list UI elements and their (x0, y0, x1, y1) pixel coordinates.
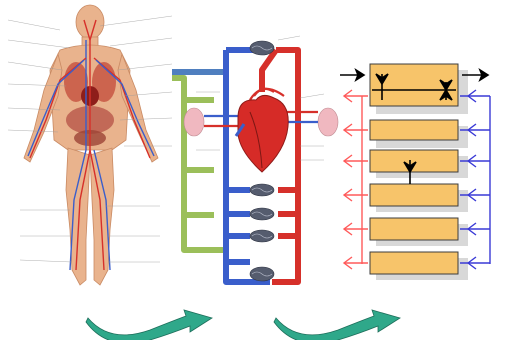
curved-arrow-left (86, 310, 212, 340)
lung-left (184, 108, 204, 136)
lymph-loop (172, 78, 224, 250)
anatomy-panel (8, 5, 172, 285)
compartment-3 (370, 150, 458, 172)
red-flow-arrows (344, 90, 368, 269)
curved-arrow-right (274, 310, 400, 340)
transition-arrows (86, 310, 400, 340)
block-model-panel (340, 64, 490, 280)
compartment-5 (370, 218, 458, 240)
compartment-6 (370, 252, 458, 274)
lung-right (318, 108, 338, 136)
circulation-panel (172, 36, 338, 282)
heart (236, 95, 288, 172)
compartment-2 (370, 120, 458, 140)
compartment-4 (370, 184, 458, 206)
